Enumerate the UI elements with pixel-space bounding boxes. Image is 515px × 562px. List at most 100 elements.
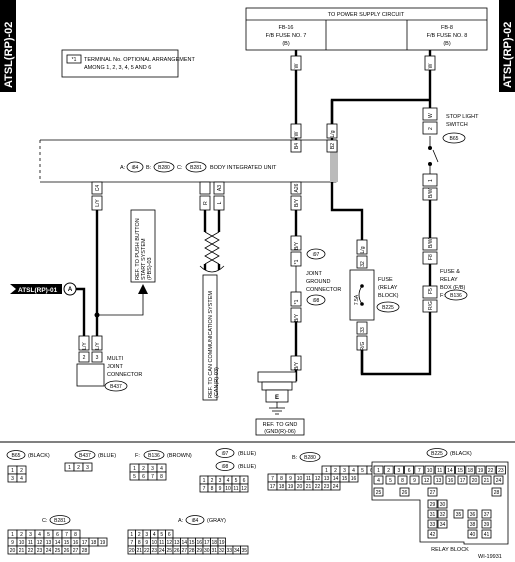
svg-text:B2: B2 <box>330 143 336 149</box>
connector-pin-label: 17 <box>270 484 276 490</box>
connector-pin-label: 2 <box>20 532 23 538</box>
connector-pin-label: 21 <box>19 548 25 554</box>
svg-text:C:: C: <box>177 165 183 171</box>
svg-text:i84: i84 <box>192 518 199 524</box>
connector-pin-label: 11 <box>233 486 238 492</box>
stop-light-label1: STOP LIGHT <box>446 114 479 120</box>
connector-pin-label: 16 <box>73 540 79 546</box>
svg-text:i84: i84 <box>132 165 139 171</box>
svg-text:2: 2 <box>428 127 434 130</box>
relay-slot <box>397 475 408 485</box>
connector-pin-label: 28 <box>82 548 88 554</box>
svg-text:B:: B: <box>292 455 298 461</box>
connector-pin-label: 24 <box>333 484 339 490</box>
connector-pin-label: 2 <box>211 478 214 484</box>
relay-slot <box>427 509 438 519</box>
connector-pin-label: 2 <box>334 468 337 474</box>
svg-text:2: 2 <box>20 468 23 474</box>
svg-text:L/Y: L/Y <box>95 342 101 350</box>
connector-pin-label: 22 <box>28 548 34 554</box>
connector-pin-label: 2 <box>142 466 145 472</box>
svg-text:W: W <box>294 63 300 68</box>
connector-pin-label: 2 <box>138 532 141 538</box>
figure-id: WI-19931 <box>478 554 502 560</box>
svg-text:B136: B136 <box>450 293 462 299</box>
svg-text:B280: B280 <box>304 455 316 461</box>
connector-pin-label: 20 <box>10 548 16 554</box>
relay-slot <box>427 519 438 529</box>
multi-joint-connector: L/Y L/Y 2 3 MULTI JOINT CONNECTOR B437 <box>76 335 142 392</box>
relay-slot <box>437 509 448 519</box>
relay-slot-label: 26 <box>402 490 408 496</box>
svg-text:E: E <box>275 395 279 401</box>
relay-slot <box>455 465 465 475</box>
wire-label-w-right: W <box>424 55 436 71</box>
ref-can-box: REF. TO CAN COMMUNICATION SYSTEM (CAN(R)… <box>202 274 220 401</box>
connector-pin-label: 7 <box>151 474 154 480</box>
connector-pin-label: 32 <box>219 548 225 554</box>
relay-slot-label: 15 <box>457 468 463 474</box>
connector-pin <box>79 545 90 555</box>
relay-slot-label: 18 <box>468 468 474 474</box>
connector-pin-label: 12 <box>37 540 43 546</box>
connector-pin-label: 7 <box>271 476 274 482</box>
atsl-ref: ATSL(RP)-01 A <box>10 282 77 296</box>
connector-pin-label: 10 <box>151 540 157 546</box>
svg-text:FUSE &: FUSE & <box>440 269 460 275</box>
connector-pin-label: 8 <box>211 486 214 492</box>
relay-slot <box>427 529 438 539</box>
pin-c4: C4 L/Y <box>91 181 103 211</box>
relay-slot-label: 1 <box>377 468 380 474</box>
connector-pin-label: 18 <box>211 540 217 546</box>
connector-pin-label: 25 <box>166 548 172 554</box>
note-mark: *1 <box>72 57 77 63</box>
relay-slot-label: 37 <box>484 512 490 518</box>
relay-slot <box>491 487 502 497</box>
relay-slot-label: 35 <box>456 512 462 518</box>
relay-slot <box>373 475 384 485</box>
relay-slot <box>437 499 448 509</box>
connector-pin-label: 5 <box>361 468 364 474</box>
connector-pin-label: 6 <box>142 474 145 480</box>
stop-light-conn: B65 <box>450 136 459 142</box>
stop-light-label2: SWITCH <box>446 122 468 128</box>
connector-pin-label: 4 <box>352 468 355 474</box>
svg-text:(GRAY): (GRAY) <box>207 518 226 524</box>
connector-pin-label: 3 <box>151 466 154 472</box>
relay-slot-label: 33 <box>430 522 436 528</box>
relay-slot <box>481 509 492 519</box>
connector-pin-label: 21 <box>136 548 142 554</box>
relay-slot-label: 39 <box>484 522 490 528</box>
svg-text:C4: C4 <box>95 185 101 192</box>
svg-text:JOINT: JOINT <box>107 364 124 370</box>
svg-text:B/W: B/W <box>428 188 434 198</box>
relay-slot <box>404 465 414 475</box>
relay-slot-label: 10 <box>427 468 433 474</box>
relay-slot-label: 36 <box>470 512 476 518</box>
connector-pin-label: 4 <box>153 532 156 538</box>
svg-text:L/g: L/g <box>360 246 366 253</box>
svg-text:JOINT: JOINT <box>306 271 323 277</box>
relay-slot <box>481 519 492 529</box>
relay-slot <box>433 475 444 485</box>
connector-pin-label: 6 <box>243 478 246 484</box>
svg-text:B4: B4 <box>294 143 300 149</box>
relay-slot <box>445 475 456 485</box>
connector-pin-label: 4 <box>38 532 41 538</box>
pin-r: R <box>199 181 211 211</box>
connector-pin-label: 19 <box>288 484 294 490</box>
relay-slot-label: 32 <box>440 512 446 518</box>
connector-pin-label: 17 <box>204 540 210 546</box>
svg-text:A26: A26 <box>294 183 300 192</box>
connector-pin-label: 8 <box>160 474 163 480</box>
connector-pin-label: 23 <box>37 548 43 554</box>
connector-pin-label: 33 <box>226 548 232 554</box>
svg-text:B:: B: <box>146 165 152 171</box>
svg-text:FUSE: FUSE <box>378 277 393 283</box>
connector-pin-label: 3 <box>343 468 346 474</box>
relay-slot <box>437 519 448 529</box>
relay-slot <box>434 465 445 475</box>
